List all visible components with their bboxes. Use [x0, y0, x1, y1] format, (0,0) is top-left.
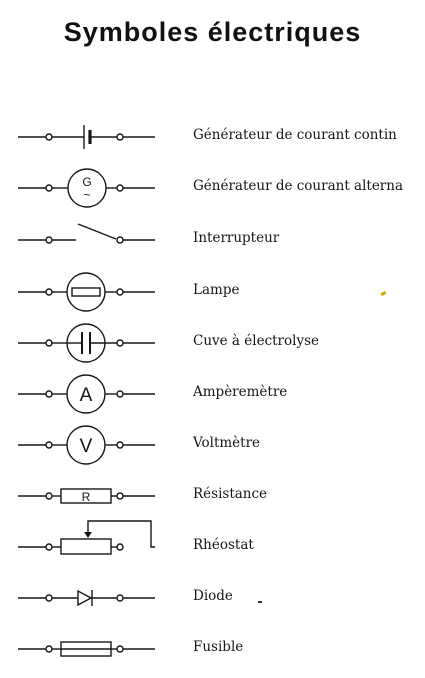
- generator-letter: G: [82, 175, 91, 189]
- symbol-label: Générateur de courant contin: [193, 127, 397, 143]
- symbol-label: Diode: [193, 588, 233, 604]
- ac-generator-symbol: G ~: [18, 168, 155, 208]
- lamp-symbol: [18, 272, 155, 312]
- symbol-label: Voltmètre: [193, 435, 261, 451]
- ammeter-letter: A: [80, 385, 93, 406]
- symbol-label: Interrupteur: [193, 230, 280, 246]
- alternating-tilde: ~: [83, 188, 90, 202]
- electrolysis-cell-symbol: [18, 323, 155, 363]
- rheostat-symbol: [18, 520, 155, 555]
- symbol-label: Ampèremètre: [193, 384, 288, 400]
- resistor-letter: R: [82, 490, 91, 504]
- symbol-row-rheostat: Rhéostat: [0, 520, 425, 570]
- symbol-label: Rhéostat: [193, 537, 254, 553]
- symbol-row-ammeter: A Ampèremètre: [0, 371, 425, 417]
- voltmeter-symbol: V: [18, 425, 155, 465]
- symbol-label: Fusible: [193, 639, 244, 655]
- symbol-row-resistor: R Résistance: [0, 473, 425, 519]
- scan-speck: [258, 601, 262, 603]
- symbol-row-voltmeter: V Voltmètre: [0, 422, 425, 468]
- symbol-label: Lampe: [193, 282, 240, 298]
- switch-symbol: [18, 223, 155, 244]
- resistor-symbol: R: [18, 488, 155, 504]
- symbol-row-diode: Diode: [0, 575, 425, 621]
- symbol-row-dc-generator: Générateur de courant contin: [0, 114, 425, 160]
- diode-symbol: [18, 589, 155, 607]
- symbol-label: Résistance: [193, 486, 268, 502]
- fuse-symbol: [18, 641, 155, 657]
- symbol-label: Cuve à électrolyse: [193, 333, 319, 349]
- voltmeter-letter: V: [80, 436, 93, 457]
- dc-generator-symbol: [18, 125, 155, 149]
- page-title: Symboles électriques: [63, 17, 362, 47]
- symbol-row-switch: Interrupteur: [0, 217, 425, 263]
- symbol-row-electrolysis-cell: Cuve à électrolyse: [0, 320, 425, 366]
- ammeter-symbol: A: [18, 374, 155, 414]
- symbol-label: Générateur de courant alterna: [193, 178, 403, 194]
- symbol-row-ac-generator: G ~ Générateur de courant alterna: [0, 165, 425, 211]
- symbol-row-fuse: Fusible: [0, 626, 425, 672]
- symbol-row-lamp: Lampe: [0, 269, 425, 315]
